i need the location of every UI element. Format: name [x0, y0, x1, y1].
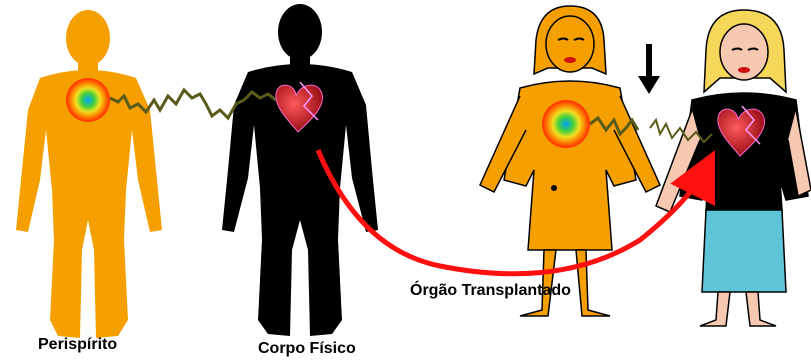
transplanted-organ-label: Órgão Transplantado: [410, 282, 571, 300]
recipient-woman-figure: [656, 10, 811, 326]
perispirit-figure: [16, 10, 162, 338]
physical-body-label: Corpo Físico: [258, 340, 356, 358]
aura-icon: [66, 78, 110, 122]
aura-icon: [542, 100, 590, 148]
perispirit-label: Perispírito: [38, 336, 117, 354]
physical-body-figure: [222, 4, 378, 336]
down-arrow-icon: [638, 44, 660, 94]
